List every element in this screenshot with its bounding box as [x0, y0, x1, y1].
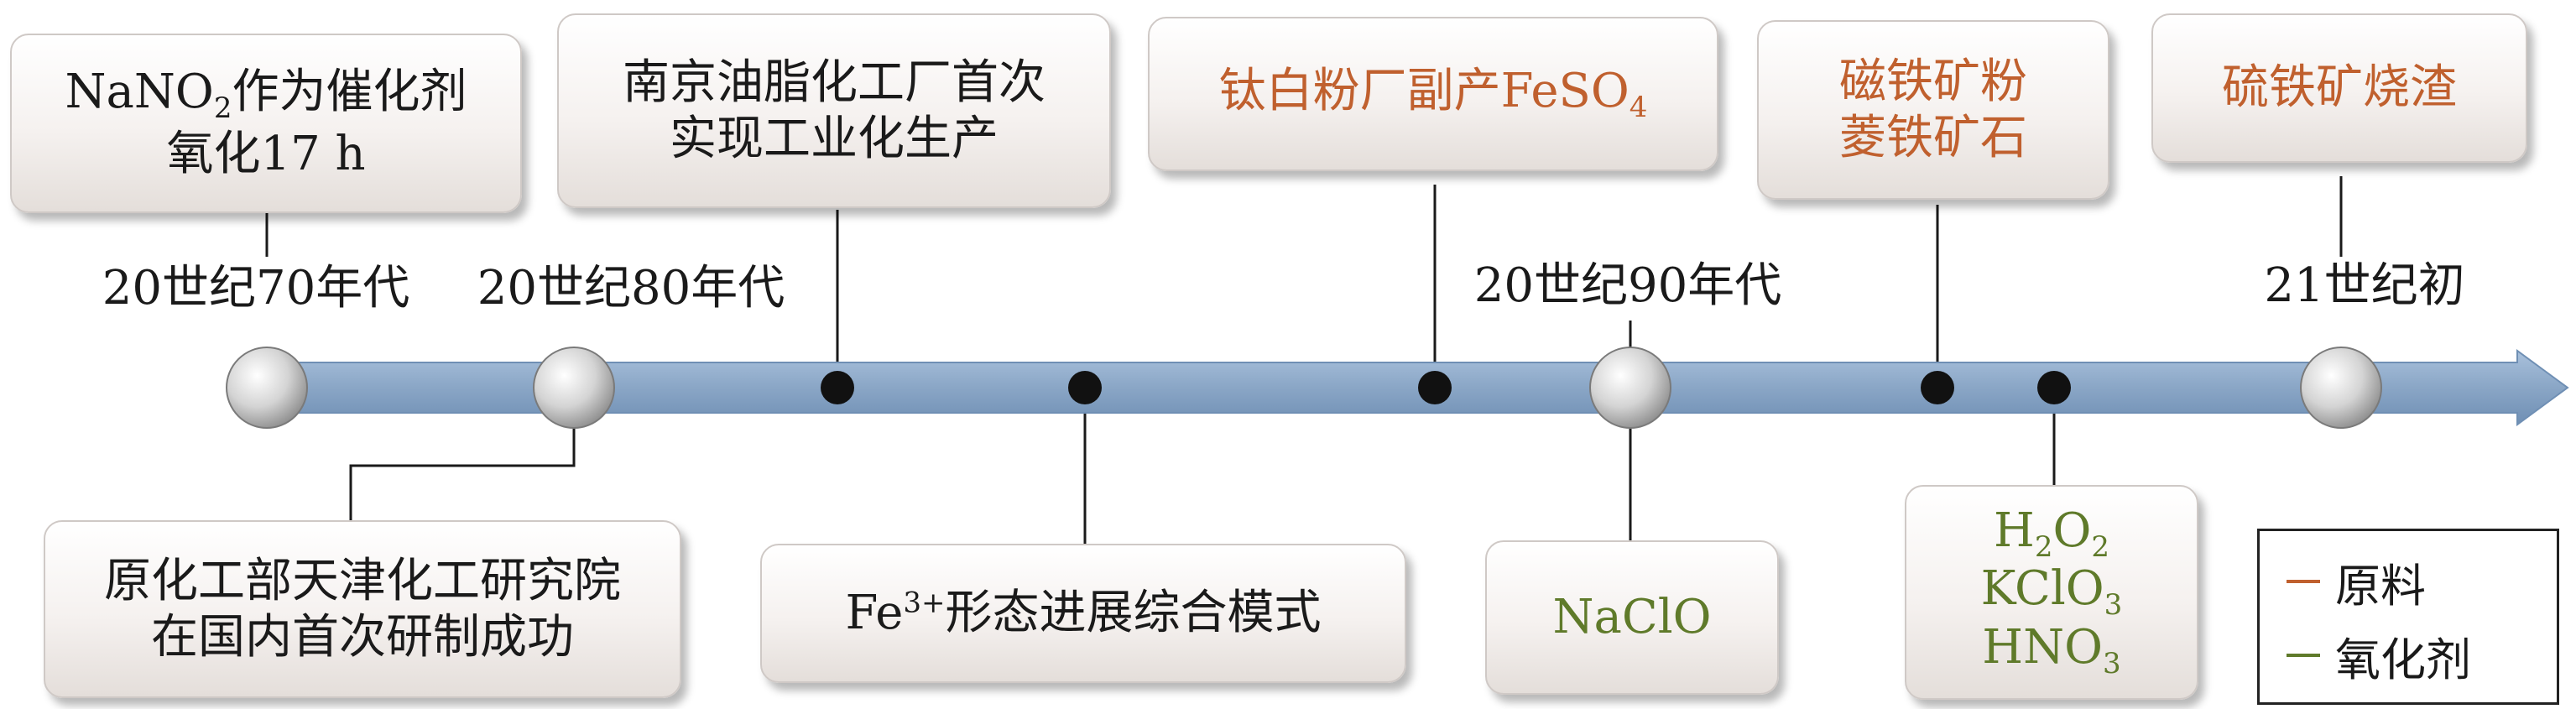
connector-institute	[349, 404, 576, 522]
oxidant-h2o2: H2O2	[1993, 503, 2110, 565]
oxidant-kclo3: KClO3	[1980, 561, 2123, 623]
magnetite-line1: 磁铁矿粉	[1839, 54, 2027, 109]
era-label-1970s: 20世纪70年代	[102, 261, 410, 315]
event-box-tianjin-institute: 原化工部天津化工研究院 在国内首次研制成功	[44, 520, 681, 698]
era-node-1970s	[226, 347, 308, 429]
naclo-text: NaClO	[1552, 590, 1712, 645]
event-dot-titanium	[1418, 371, 1452, 404]
institute-line1: 原化工部天津化工研究院	[104, 553, 621, 608]
era-label-21c: 21世纪初	[2264, 258, 2465, 313]
event-dot-oxidants	[2037, 371, 2071, 404]
nano2-line1: NaNO2作为催化剂	[65, 65, 467, 126]
event-box-oxidants: H2O2 KClO3 HNO3	[1905, 485, 2198, 700]
event-box-titanium-feso4: 钛白粉厂副产FeSO4	[1148, 17, 1718, 171]
institute-line2: 在国内首次研制成功	[151, 610, 574, 665]
era-node-1990s	[1589, 347, 1671, 429]
pyrite-text: 硫铁矿烧渣	[2222, 60, 2457, 116]
event-box-naclo: NaClO	[1485, 540, 1779, 695]
era-label-1990s: 20世纪90年代	[1473, 258, 1782, 313]
legend-item-raw-material: 原料	[2287, 545, 2557, 618]
event-box-fe3-model: Fe3+形态进展综合模式	[760, 544, 1406, 683]
nanjing-line2: 实现工业化生产	[670, 112, 999, 166]
titanium-text: 钛白粉厂副产FeSO4	[1218, 64, 1648, 125]
nanjing-line1: 南京油脂化工厂首次	[623, 55, 1046, 110]
event-box-nanjing-industrial: 南京油脂化工厂首次 实现工业化生产	[557, 13, 1111, 208]
legend-swatch-raw-material	[2287, 580, 2320, 583]
fe3-text: Fe3+形态进展综合模式	[845, 586, 1322, 641]
event-box-pyrite-cinder: 硫铁矿烧渣	[2151, 13, 2527, 163]
magnetite-line2: 菱铁矿石	[1839, 111, 2027, 165]
event-dot-magnetite	[1921, 371, 1954, 404]
nano2-line2: 氧化17 h	[166, 127, 366, 182]
era-node-1980s	[533, 347, 615, 429]
legend-label-oxidant: 氧化剂	[2335, 633, 2471, 686]
legend-swatch-oxidant	[2287, 654, 2320, 657]
era-node-21c	[2300, 347, 2382, 429]
event-box-nano2-catalyst: NaNO2作为催化剂 氧化17 h	[10, 34, 522, 213]
event-dot-nanjing	[821, 371, 854, 404]
era-label-1980s: 20世纪80年代	[477, 261, 785, 315]
legend-item-oxidant: 氧化剂	[2287, 618, 2557, 692]
legend: 原料 氧化剂	[2257, 529, 2559, 705]
event-dot-fe3	[1068, 371, 1102, 404]
oxidant-hno3: HNO3	[1982, 619, 2121, 680]
event-box-magnetite-siderite: 磁铁矿粉 菱铁矿石	[1757, 20, 2109, 200]
legend-label-raw-material: 原料	[2335, 559, 2426, 613]
